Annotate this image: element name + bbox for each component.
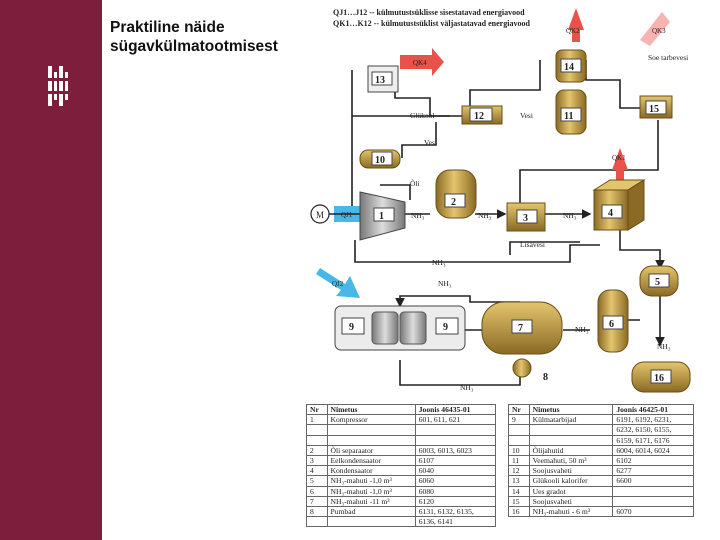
page-title: Praktiline näide sügavkülmatootmisest [110, 18, 310, 56]
equipment-4-condenser: 4 [592, 179, 646, 231]
equipment-9-evaporator: 9 9 [334, 305, 466, 351]
svg-text:NH₃: NH₃ [432, 258, 446, 267]
svg-text:NH₃: NH₃ [478, 211, 492, 220]
equipment-13-box: 13 [367, 65, 399, 93]
equipment-7-tank: 7 [481, 301, 563, 355]
svg-text:M: M [316, 210, 324, 220]
svg-text:9: 9 [443, 322, 448, 333]
equipment-1-compressor: 1 [359, 191, 406, 241]
svg-text:QJ1: QJ1 [341, 211, 353, 219]
svg-text:11: 11 [564, 111, 573, 122]
equipment-2-vessel: 2 [435, 169, 477, 219]
equipment-11-tower: 11 [555, 89, 587, 135]
equipment-6-tank: 6 [597, 289, 629, 353]
motor: M [310, 204, 360, 224]
svg-text:NH₃: NH₃ [575, 325, 589, 334]
svg-text:14: 14 [564, 62, 574, 73]
sidebar-band [0, 0, 102, 540]
svg-text:9: 9 [349, 322, 354, 333]
equipment-14-tower: 14 [555, 49, 587, 83]
table-row [306, 424, 497, 436]
svg-text:8: 8 [543, 372, 548, 383]
svg-text:QJ2: QJ2 [332, 280, 344, 288]
svg-text:15: 15 [649, 104, 659, 115]
svg-text:NH₃: NH₃ [657, 342, 671, 351]
title-line-1: Praktiline näide [110, 19, 225, 36]
table-header: Joonis 46435-01 [414, 403, 497, 416]
svg-text:7: 7 [518, 323, 523, 334]
table-row [306, 434, 497, 446]
energy-arrow-qk5: QK1 [612, 148, 628, 182]
svg-text:Soe tarbevesi: Soe tarbevesi [648, 53, 688, 62]
equipment-15-box: 15 [639, 95, 673, 119]
svg-text:16: 16 [654, 373, 664, 384]
svg-text:4: 4 [608, 208, 613, 219]
svg-text:5: 5 [655, 277, 660, 288]
svg-text:NH₃: NH₃ [563, 211, 577, 220]
equipment-16-tank: 16 [631, 361, 691, 393]
flow-labels: Glükool Vesi Vesi Õli NH₃ NH₃ NH₃ NH₃ NH… [410, 53, 688, 392]
equipment-3-tank: 3 [506, 202, 546, 232]
svg-text:QK2: QK2 [566, 27, 580, 35]
svg-text:2: 2 [451, 197, 456, 208]
svg-text:Glükool: Glükool [410, 111, 435, 120]
table-header: Nr [508, 403, 530, 416]
energy-arrow-qk2: QK2 [566, 8, 584, 42]
title-line-2: sügavkülmatootmisest [110, 38, 278, 55]
svg-text:12: 12 [474, 111, 484, 122]
table-row: 6232, 6150, 6155, [508, 424, 694, 436]
equipment-8-pump: 8 [512, 358, 548, 383]
equipment-10-cooler: 10 [359, 149, 401, 169]
svg-text:Lisavesi: Lisavesi [520, 240, 545, 249]
table-header: Joonis 46425-01 [612, 403, 694, 416]
table-header: Nr [306, 403, 328, 416]
svg-text:NH₃: NH₃ [438, 279, 452, 288]
svg-text:Vesi: Vesi [424, 138, 437, 147]
svg-text:10: 10 [375, 155, 385, 166]
energy-arrow-qj2: QJ2 [316, 268, 360, 298]
table-header: Nimetus [326, 403, 416, 416]
svg-text:QK4: QK4 [413, 59, 427, 67]
svg-text:QK1: QK1 [612, 154, 626, 162]
table-header: Nimetus [528, 403, 614, 416]
energy-arrow-qk4: QK4 [400, 48, 444, 76]
svg-text:3: 3 [523, 213, 528, 224]
equipment-5-tank: 5 [639, 265, 679, 297]
table-row: 6136, 6141 [306, 516, 497, 528]
svg-text:NH₃: NH₃ [460, 383, 474, 392]
university-logo-icon [48, 66, 70, 106]
svg-text:Vesi: Vesi [520, 111, 533, 120]
legend-line-1: QJ1…J12 -- külmutustsüklisse sisestatava… [333, 8, 525, 17]
svg-text:13: 13 [375, 75, 385, 86]
svg-text:QK3: QK3 [652, 27, 666, 35]
svg-text:6: 6 [609, 319, 614, 330]
legend-line-2: QK1…K12 -- külmutustsüklist väljastatava… [333, 19, 530, 28]
svg-text:Õli: Õli [410, 178, 420, 188]
table-row: 6159, 6171, 6176 [508, 434, 694, 446]
energy-arrow-qk3: QK3 [640, 12, 670, 46]
svg-text:1: 1 [379, 211, 384, 222]
equipment-12-heater: 12 [461, 105, 503, 125]
svg-text:NH₃: NH₃ [411, 211, 425, 220]
